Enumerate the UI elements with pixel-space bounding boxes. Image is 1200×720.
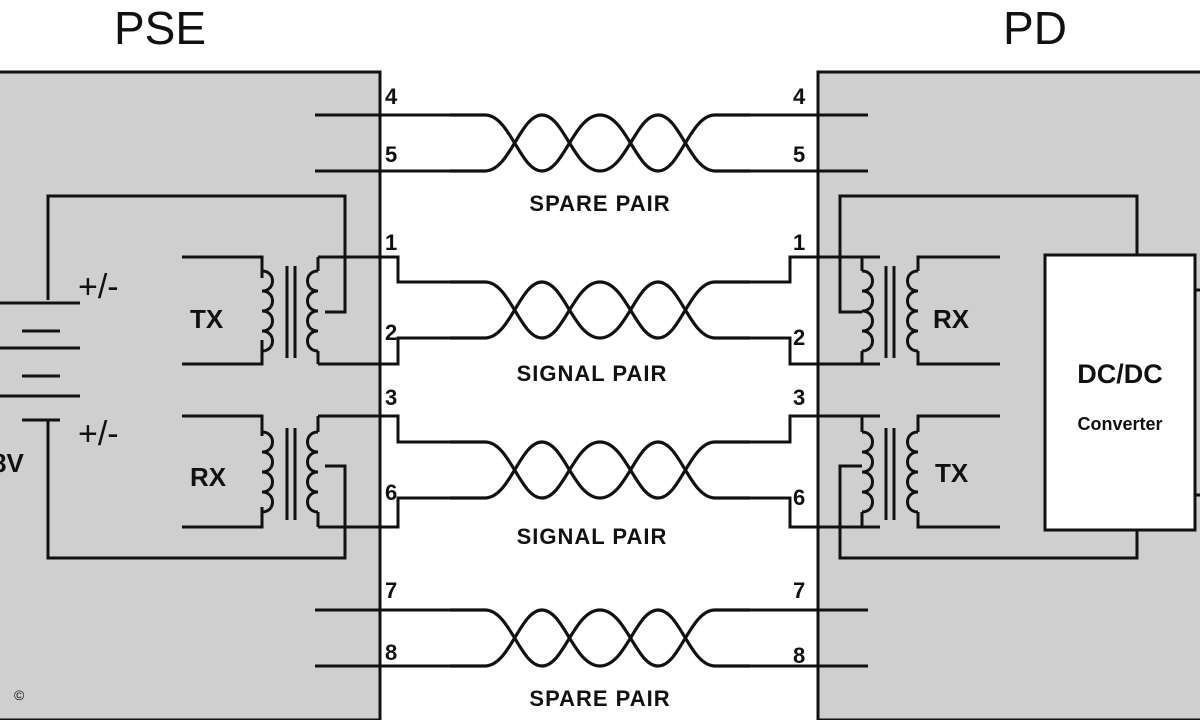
pd-pin-2: 2 xyxy=(793,325,805,350)
pse-internals xyxy=(0,194,347,560)
pse-pin-wires xyxy=(315,113,450,668)
pse-voltage-label: 8V xyxy=(0,448,24,478)
signal-pair-1-twist xyxy=(448,280,752,340)
pin-numbers: 4 5 1 2 3 6 7 8 4 5 1 2 3 6 7 8 xyxy=(385,84,806,668)
pse-pin-1: 1 xyxy=(385,230,397,255)
pd-title: PD xyxy=(1003,2,1067,54)
pair-label-signal-2: SIGNAL PAIR xyxy=(517,524,668,549)
copyright-mark: © xyxy=(14,687,25,703)
pd-tx-label: TX xyxy=(935,458,969,488)
dcdc-title: DC/DC xyxy=(1077,359,1163,389)
pd-rx-label: RX xyxy=(933,304,970,334)
pd-pin-6: 6 xyxy=(793,485,805,510)
pd-pin-wires xyxy=(750,113,880,668)
pse-pin-7: 7 xyxy=(385,578,397,603)
pse-polarity-top: +/- xyxy=(78,268,119,306)
spare-pair-top-twist xyxy=(448,113,752,173)
pd-pin-5: 5 xyxy=(793,142,805,167)
pse-rx-label: RX xyxy=(190,462,227,492)
pd-pin-4: 4 xyxy=(793,84,806,109)
dcdc-converter-box xyxy=(1043,253,1197,532)
pair-label-spare-top: SPARE PAIR xyxy=(529,191,670,216)
pair-label-spare-bottom: SPARE PAIR xyxy=(529,686,670,711)
pse-pin-6: 6 xyxy=(385,480,397,505)
signal-pair-2-twist xyxy=(448,440,752,500)
pse-tx-label: TX xyxy=(190,304,224,334)
dcdc-subtitle: Converter xyxy=(1077,414,1162,434)
pse-pin-3: 3 xyxy=(385,385,397,410)
pse-pin-2: 2 xyxy=(385,320,397,345)
spare-pair-bottom-twist xyxy=(448,608,752,668)
pd-pin-3: 3 xyxy=(793,385,805,410)
pd-internals xyxy=(838,194,1200,560)
pse-pin-5: 5 xyxy=(385,142,397,167)
pd-pin-1: 1 xyxy=(793,230,805,255)
pd-pin-7: 7 xyxy=(793,578,805,603)
pse-pin-8: 8 xyxy=(385,640,397,665)
pse-pin-4: 4 xyxy=(385,84,398,109)
pair-label-signal-1: SIGNAL PAIR xyxy=(517,361,668,386)
pd-pin-8: 8 xyxy=(793,643,805,668)
pse-polarity-bottom: +/- xyxy=(78,415,119,453)
pse-title: PSE xyxy=(114,2,206,54)
